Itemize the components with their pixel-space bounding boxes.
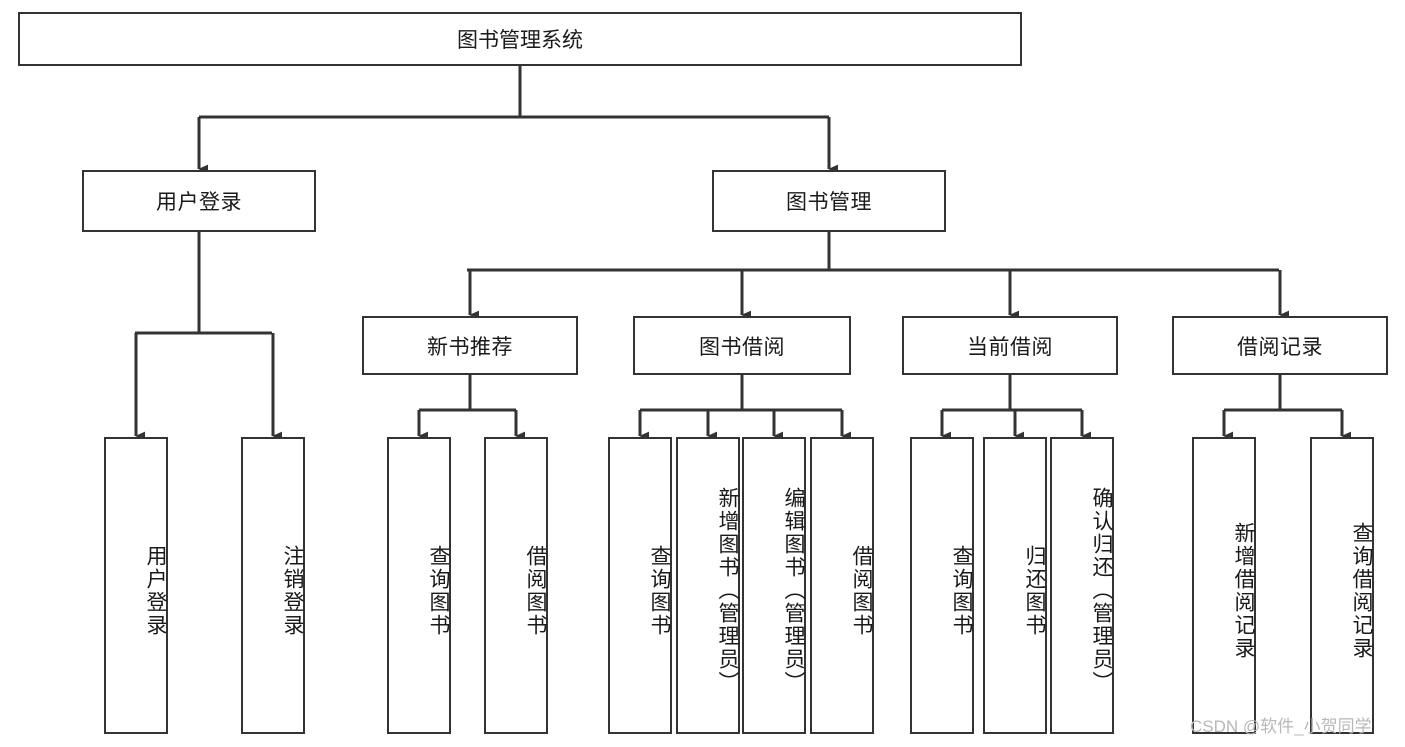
node-leaf-borrow-query-book-label: 查询图书 [648,544,671,637]
node-leaf-rec-add-record[interactable]: 新增借阅记录 [1192,437,1256,734]
node-leaf-rec-query-record-label: 查询借阅记录 [1350,521,1373,660]
node-book-borrow[interactable]: 图书借阅 [633,316,851,375]
node-leaf-cur-query-book-label: 查询图书 [950,544,973,637]
node-borrow-record[interactable]: 借阅记录 [1172,316,1388,375]
node-current-borrow-label: 当前借阅 [967,335,1053,359]
node-leaf-borrow-edit-book[interactable]: 编辑图书（管理员） [742,437,806,734]
csdn-watermark: CSDN @软件_小贺同学 [1190,717,1372,736]
node-leaf-cur-return-book[interactable]: 归还图书 [983,437,1047,734]
node-leaf-user-logout[interactable]: 注销登录 [241,437,305,734]
node-book-manage-label: 图书管理 [786,191,872,214]
node-leaf-borrow-add-book-label: 新增图书（管理员） [716,487,739,694]
node-leaf-borrow-borrow-book[interactable]: 借阅图书 [810,437,874,734]
node-borrow-record-label: 借阅记录 [1237,335,1323,359]
node-leaf-cur-confirm-return-label: 确认归还（管理员） [1090,487,1113,694]
node-leaf-cur-confirm-return[interactable]: 确认归还（管理员） [1050,437,1114,734]
node-root[interactable]: 图书管理系统 [18,12,1022,66]
node-leaf-rec-add-record-label: 新增借阅记录 [1232,521,1255,660]
edges-group [134,66,1352,441]
node-leaf-borrow-query-book[interactable]: 查询图书 [608,437,672,734]
node-leaf-borrow-borrow-book-label: 借阅图书 [850,544,873,637]
node-root-label: 图书管理系统 [457,29,583,52]
node-new-book-rec[interactable]: 新书推荐 [362,316,578,375]
node-user-login-label: 用户登录 [156,191,242,214]
node-leaf-rec-query-record[interactable]: 查询借阅记录 [1310,437,1374,734]
node-leaf-rec-borrow-book[interactable]: 借阅图书 [484,437,548,734]
node-new-book-rec-label: 新书推荐 [427,335,513,359]
node-leaf-cur-return-book-label: 归还图书 [1023,544,1046,637]
node-leaf-borrow-add-book[interactable]: 新增图书（管理员） [676,437,740,734]
node-leaf-user-login-label: 用户登录 [144,544,167,637]
node-book-manage[interactable]: 图书管理 [712,170,946,232]
node-leaf-user-logout-label: 注销登录 [281,544,304,637]
node-current-borrow[interactable]: 当前借阅 [902,316,1118,375]
node-user-login[interactable]: 用户登录 [82,170,316,232]
node-leaf-rec-query-book-label: 查询图书 [427,544,450,637]
node-leaf-rec-borrow-book-label: 借阅图书 [524,544,547,637]
node-leaf-cur-query-book[interactable]: 查询图书 [910,437,974,734]
node-leaf-rec-query-book[interactable]: 查询图书 [387,437,451,734]
node-leaf-user-login[interactable]: 用户登录 [104,437,168,734]
node-book-borrow-label: 图书借阅 [699,335,785,359]
node-leaf-borrow-edit-book-label: 编辑图书（管理员） [782,487,805,694]
